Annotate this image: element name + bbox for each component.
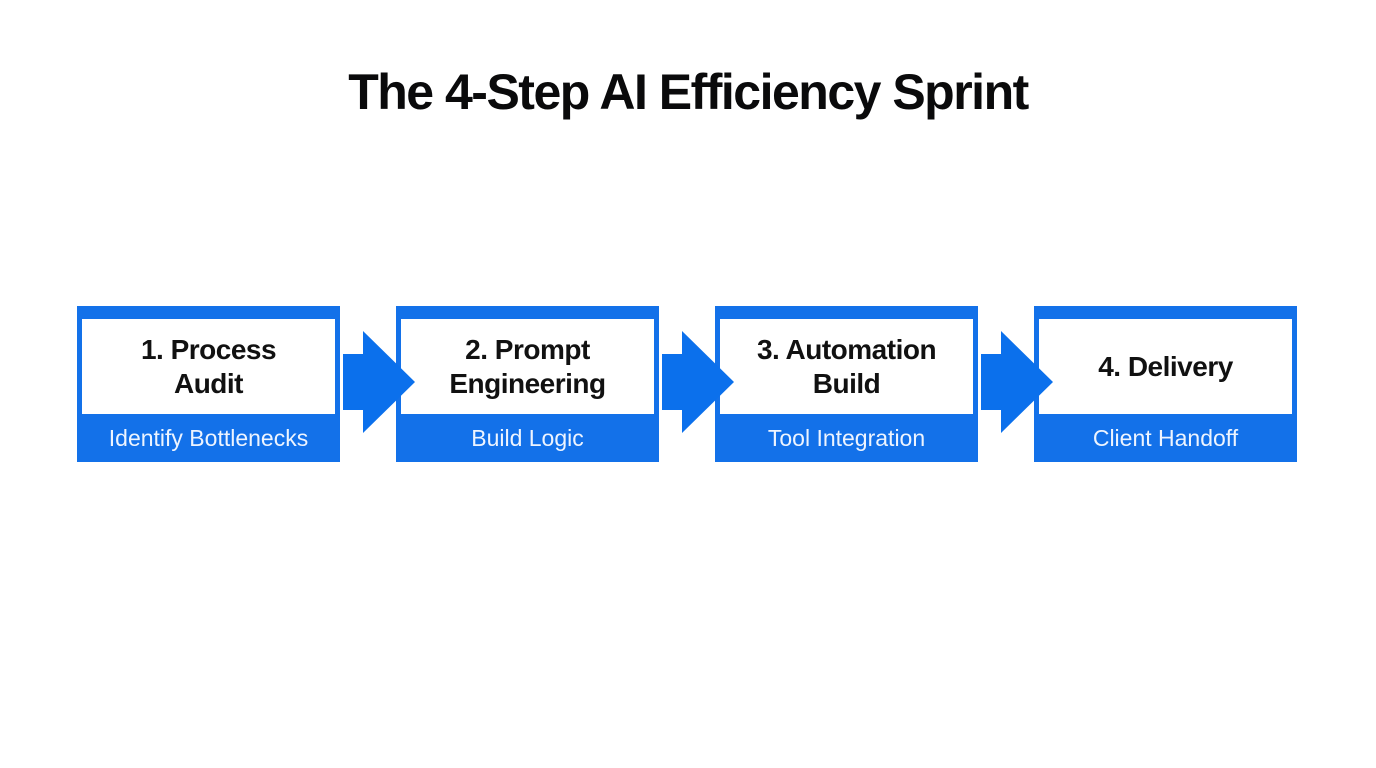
step-subtitle: Client Handoff — [1092, 424, 1239, 451]
step-title: 1. Process Audit — [82, 319, 335, 414]
step-title: 3. Automation Build — [720, 319, 973, 414]
step-subtitle: Tool Integration — [767, 424, 926, 451]
right-arrow-icon — [343, 331, 415, 433]
step-box-prompt-engineering: 2. Prompt Engineering Build Logic — [396, 306, 659, 462]
arrow-shape — [981, 331, 1053, 433]
step-box-delivery: 4. Delivery Client Handoff — [1034, 306, 1297, 462]
arrow-shape — [343, 331, 415, 433]
arrow-shape — [662, 331, 734, 433]
right-arrow-icon — [662, 331, 734, 433]
step-title: 2. Prompt Engineering — [401, 319, 654, 414]
step-box-automation-build: 3. Automation Build Tool Integration — [715, 306, 978, 462]
step-box-process-audit: 1. Process Audit Identify Bottlenecks — [77, 306, 340, 462]
step-title: 4. Delivery — [1039, 319, 1292, 414]
page-title: The 4-Step AI Efficiency Sprint — [348, 64, 1029, 120]
step-subtitle: Build Logic — [471, 424, 584, 451]
step-subtitle: Identify Bottlenecks — [108, 424, 309, 451]
right-arrow-icon — [981, 331, 1053, 433]
